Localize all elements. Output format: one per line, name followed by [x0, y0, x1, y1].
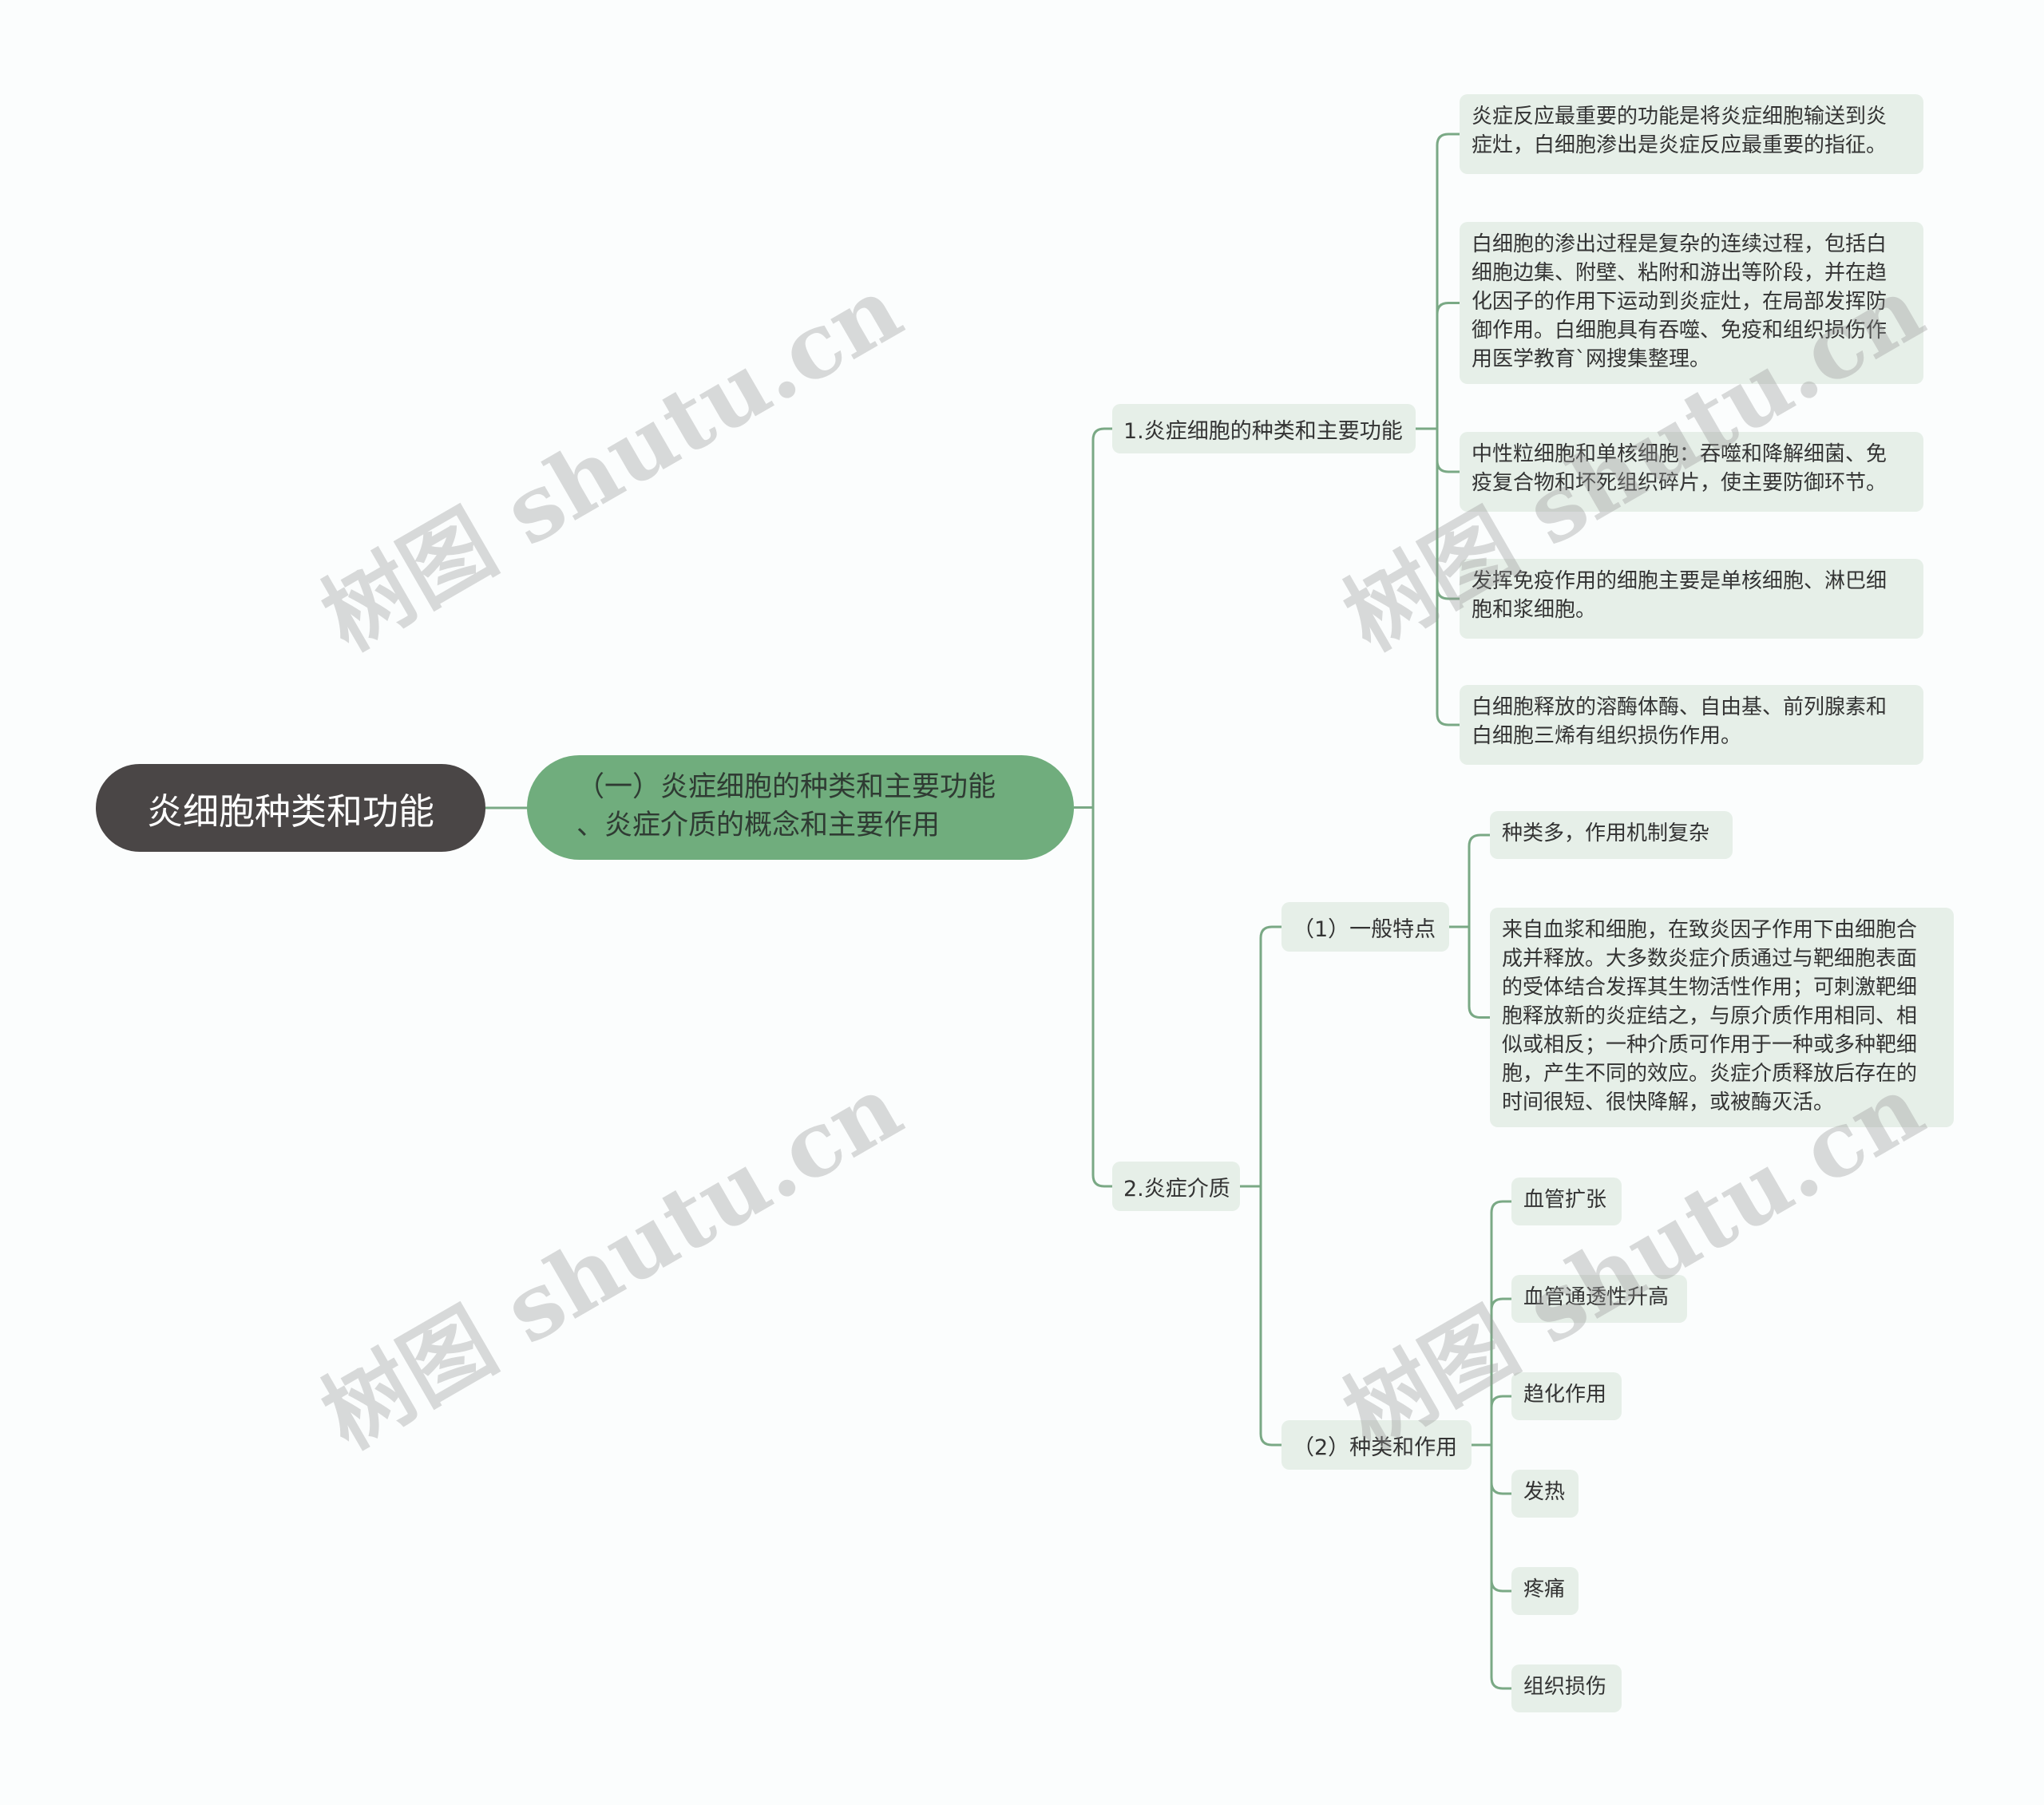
connector-22: [1490, 1445, 1511, 1495]
root-node-label: 炎细胞种类和功能: [146, 790, 434, 833]
branch1-leaf-2[interactable]: 白细胞的渗出过程是复杂的连续过程，包括白 细胞边集、附壁、粘附和游出等阶段，并在…: [1460, 222, 1923, 384]
branch2-node[interactable]: 2.炎症介质: [1112, 1162, 1240, 1211]
sub1-leaf-1[interactable]: 种类多，作用机制复杂: [1490, 811, 1733, 859]
branch1-leaf-4[interactable]: 发挥免疫作用的细胞主要是单核细胞、淋巴细 胞和浆细胞。: [1460, 559, 1923, 639]
branch1-leaf-3[interactable]: 中性粒细胞和单核细胞：吞噬和降解细菌、免 疫复合物和坏死组织碎片，使主要防御环节…: [1460, 432, 1923, 512]
root-node[interactable]: 炎细胞种类和功能: [96, 764, 485, 852]
branch1-leaf-1[interactable]: 炎症反应最重要的功能是将炎症细胞输送到炎 症灶，白细胞渗出是炎症反应最重要的指征…: [1460, 94, 1923, 174]
sub2-leaf-6[interactable]: 组织损伤: [1511, 1664, 1622, 1712]
connector-5: [1091, 807, 1112, 1188]
connector-19: [1490, 1200, 1511, 1445]
connector-4: [1091, 427, 1112, 808]
sub2-leaf-2[interactable]: 血管通透性升高: [1511, 1275, 1687, 1323]
connector-7: [1436, 133, 1460, 429]
connector-16: [1468, 833, 1490, 927]
connector-17: [1468, 927, 1490, 1019]
sub2-leaf-3[interactable]: 趋化作用: [1511, 1372, 1622, 1420]
sub2-leaf-4[interactable]: 发热: [1511, 1470, 1579, 1518]
branch1-leaf-5[interactable]: 白细胞释放的溶酶体酶、自由基、前列腺素和 白细胞三烯有组织损伤作用。: [1460, 685, 1923, 765]
connector-23: [1490, 1445, 1511, 1593]
main-topic-node[interactable]: （一）炎症细胞的种类和主要功能 、炎症介质的概念和主要作用: [527, 755, 1074, 860]
sub1-leaf-2[interactable]: 来自血浆和细胞，在致炎因子作用下由细胞合 成并释放。大多数炎症介质通过与靶细胞表…: [1490, 908, 1954, 1127]
sub2-node[interactable]: （2）种类和作用: [1281, 1420, 1472, 1470]
connector-11: [1436, 429, 1460, 726]
connector-21: [1490, 1395, 1511, 1445]
connector-20: [1490, 1297, 1511, 1445]
connector-24: [1490, 1445, 1511, 1690]
sub2-leaf-5[interactable]: 疼痛: [1511, 1567, 1579, 1615]
connector-14: [1259, 1186, 1281, 1447]
connector-10: [1436, 429, 1460, 600]
connector-9: [1436, 429, 1460, 473]
branch1-node[interactable]: 1.炎症细胞的种类和主要功能: [1112, 404, 1416, 453]
connector-13: [1259, 925, 1281, 1186]
sub2-leaf-1[interactable]: 血管扩张: [1511, 1178, 1622, 1225]
connector-8: [1436, 302, 1460, 429]
sub1-node[interactable]: （1）一般特点: [1281, 902, 1449, 952]
